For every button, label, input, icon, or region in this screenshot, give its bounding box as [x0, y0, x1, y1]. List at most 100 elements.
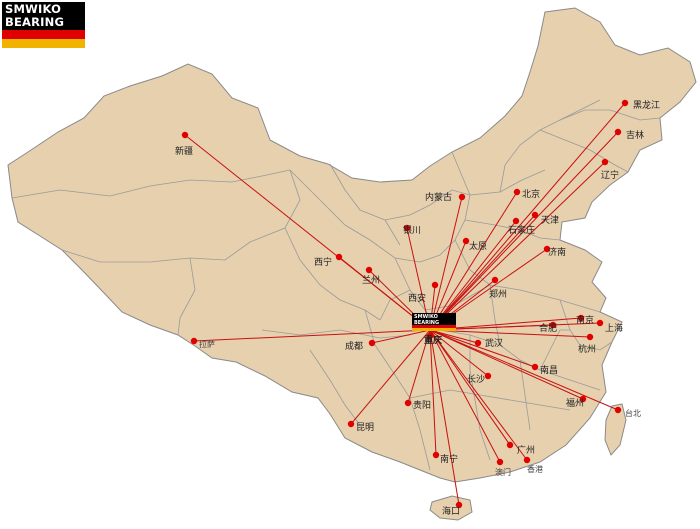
city-label-haikou: 海口 — [442, 505, 460, 517]
city-label-fuzhou: 福州 — [566, 397, 584, 409]
route-line-guangzhou — [429, 329, 511, 446]
city-dot-wuhan[interactable] — [474, 339, 482, 347]
route-line-changsha — [429, 329, 489, 377]
city-dot-nanning[interactable] — [432, 451, 440, 459]
city-label-taiyuan: 太原 — [469, 240, 487, 252]
city-label-hangzhou: 杭州 — [578, 343, 596, 355]
city-dot-lasa[interactable] — [190, 337, 198, 345]
city-label-xian: 西安 — [408, 292, 426, 304]
city-label-wuhan: 武汉 — [485, 337, 503, 349]
city-dot-nanchang[interactable] — [531, 363, 539, 371]
route-line-beijing — [429, 191, 518, 331]
route-line-chengdu — [371, 329, 431, 344]
city-dot-haikou[interactable] — [455, 501, 463, 509]
route-line-aomen — [429, 329, 501, 463]
city-dots — [181, 99, 629, 509]
city-label-hefei: 合肥 — [539, 322, 557, 334]
route-line-wuhan — [429, 329, 479, 344]
city-label-nanchang: 南昌 — [540, 364, 558, 376]
city-dot-guangzhou[interactable] — [506, 441, 514, 449]
city-dot-shijiazhuang[interactable] — [512, 217, 520, 225]
city-label-nanning: 南宁 — [440, 453, 458, 465]
route-line-guiyang — [407, 329, 431, 404]
route-line-lasa — [193, 329, 431, 342]
city-label-changsha: 长沙 — [467, 373, 485, 385]
city-label-taibei: 台北 — [625, 408, 641, 418]
city-dot-yinchuan[interactable] — [403, 224, 411, 232]
route-lines — [184, 102, 626, 506]
mainland-landmass — [7, 7, 697, 483]
route-line-shijiazhuang — [429, 220, 517, 331]
route-line-liaoning — [429, 161, 606, 331]
city-label-jinan: 济南 — [548, 246, 566, 258]
hub-label: 重庆 — [424, 334, 442, 346]
city-dot-jilin[interactable] — [614, 128, 622, 136]
city-label-neimenggu: 内蒙古 — [425, 191, 452, 203]
city-dot-lanzhou[interactable] — [365, 266, 373, 274]
city-dot-beijing[interactable] — [513, 188, 521, 196]
city-label-chengdu: 成都 — [345, 340, 363, 352]
city-dot-kunming[interactable] — [347, 420, 355, 428]
city-dot-xining[interactable] — [335, 253, 343, 261]
city-label-aomen: 澳门 — [495, 467, 511, 477]
city-label-guiyang: 贵阳 — [413, 399, 431, 411]
city-dot-guiyang[interactable] — [404, 399, 412, 407]
city-label-heilongjiang: 黑龙江 — [633, 99, 660, 111]
city-dot-xianggang[interactable] — [523, 456, 531, 464]
route-line-neimenggu — [429, 196, 463, 331]
city-label-yinchuan: 银川 — [403, 224, 421, 236]
city-label-beijing: 北京 — [522, 188, 540, 200]
city-label-tianjin: 天津 — [541, 215, 559, 226]
route-line-xianggang — [429, 329, 528, 461]
city-label-xianggang: 香港 — [527, 464, 543, 474]
city-dot-hangzhou[interactable] — [586, 333, 594, 341]
city-label-shijiazhuang: 石家庄 — [508, 224, 535, 236]
city-dot-jinan[interactable] — [543, 245, 551, 253]
city-label-lanzhou: 兰州 — [362, 274, 380, 286]
city-dot-taiyuan[interactable] — [462, 237, 470, 245]
city-dot-xian[interactable] — [431, 281, 439, 289]
city-label-lasa: 拉萨 — [199, 339, 215, 349]
city-label-shanghai: 上海 — [605, 322, 623, 334]
city-label-nanjing: 南京 — [576, 314, 594, 326]
city-dot-heilongjiang[interactable] — [621, 99, 629, 107]
route-line-haikou — [429, 329, 460, 506]
city-dot-zhengzhou[interactable] — [491, 276, 499, 284]
route-line-kunming — [350, 329, 431, 425]
hub-dot[interactable] — [426, 332, 434, 340]
city-dot-nanjing[interactable] — [577, 314, 585, 322]
route-line-hangzhou — [429, 329, 591, 338]
city-dot-hefei[interactable] — [549, 321, 557, 329]
city-label-guangzhou: 广州 — [517, 444, 535, 456]
city-dot-aomen[interactable] — [496, 458, 504, 466]
city-dot-changsha[interactable] — [484, 372, 492, 380]
route-line-taibei — [429, 329, 619, 411]
brand-logo: SMWIKO BEARING — [2, 2, 85, 48]
city-dot-shanghai[interactable] — [596, 319, 604, 327]
city-label-liaoning: 辽宁 — [601, 169, 619, 181]
brand-line2: BEARING — [5, 15, 65, 29]
city-label-jilin: 吉林 — [626, 129, 644, 141]
route-line-heilongjiang — [429, 102, 626, 331]
city-label-zhengzhou: 郑州 — [489, 288, 507, 300]
city-dot-taibei[interactable] — [614, 406, 622, 414]
taiwan-island — [604, 403, 627, 456]
city-dot-chengdu[interactable] — [368, 339, 376, 347]
city-dot-fuzhou[interactable] — [579, 395, 587, 403]
city-label-xining: 西宁 — [314, 256, 332, 268]
city-dot-xinjiang[interactable] — [181, 131, 189, 139]
city-dot-neimenggu[interactable] — [458, 193, 466, 201]
brand-line1: SMWIKO — [5, 2, 62, 16]
hainan-island — [429, 495, 473, 521]
route-line-nanchang — [429, 329, 536, 368]
city-label-xinjiang: 新疆 — [175, 145, 193, 157]
route-line-fuzhou — [429, 329, 584, 400]
route-line-jilin — [429, 131, 619, 331]
city-label-kunming: 昆明 — [356, 422, 374, 433]
city-dot-tianjin[interactable] — [531, 211, 539, 219]
route-line-nanning — [429, 329, 437, 456]
city-dot-liaoning[interactable] — [601, 158, 609, 166]
